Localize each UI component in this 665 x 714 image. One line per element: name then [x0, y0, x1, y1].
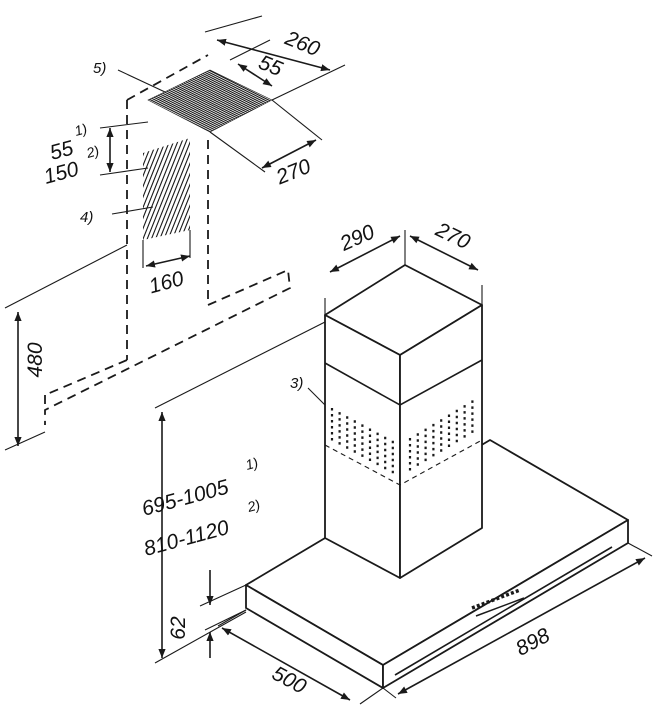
- label-height-range-b: 810-1120: [141, 516, 231, 561]
- dim-line-55-top: [237, 63, 273, 87]
- label-vent-width: 260: [281, 26, 323, 61]
- note-wall-offset-a: 1): [73, 120, 89, 139]
- ceiling-outline-back: [126, 54, 209, 101]
- dim-line-290: [329, 235, 401, 273]
- chimney-side-face: [399, 304, 483, 579]
- ceiling-dimension-lines: [204, 15, 346, 173]
- callout-leader-5: [117, 69, 166, 93]
- dim-line-270-top: [261, 139, 317, 169]
- dim-line-260: [216, 38, 331, 72]
- label-height-range-a: 695-1005: [139, 476, 231, 521]
- dim-line-898: [397, 557, 646, 695]
- label-hood-thickness: 62: [167, 616, 190, 640]
- wall-vent-hatch: [143, 138, 190, 240]
- dim-line-270-chimney: [409, 235, 479, 271]
- chimney-joint-line: [324, 359, 483, 406]
- range-hood: [245, 264, 629, 689]
- label-hood-depth: 500: [268, 662, 310, 699]
- label-chimney-depth: 270: [431, 218, 474, 255]
- wall-dimension-lines: [4, 121, 191, 451]
- chimney-front-face: [324, 314, 401, 579]
- hood-dimension-lines: [154, 230, 653, 705]
- label-vent-offset: 55: [255, 51, 286, 81]
- label-wall-offset-b: 150: [41, 157, 81, 188]
- label-hood-width: 898: [512, 624, 554, 661]
- installation-outline: [44, 54, 291, 425]
- bracket-outline-right: [44, 268, 291, 425]
- callout-chimney-grill: 3): [290, 375, 303, 392]
- note-height-range-b: 2): [245, 496, 262, 515]
- dim-line-160: [145, 254, 191, 268]
- label-wall-grill-width: 160: [146, 267, 186, 298]
- note-wall-offset-b: 2): [84, 142, 101, 161]
- label-bracket-height: 480: [24, 342, 47, 377]
- callout-ceiling-vent: 5): [93, 60, 106, 77]
- dim-line-500: [221, 627, 351, 701]
- callout-leader-4: [111, 206, 154, 215]
- callout-wall-vent: 4): [80, 209, 93, 226]
- note-height-range-a: 1): [244, 454, 260, 473]
- chimney-grill-bottom: [324, 439, 483, 486]
